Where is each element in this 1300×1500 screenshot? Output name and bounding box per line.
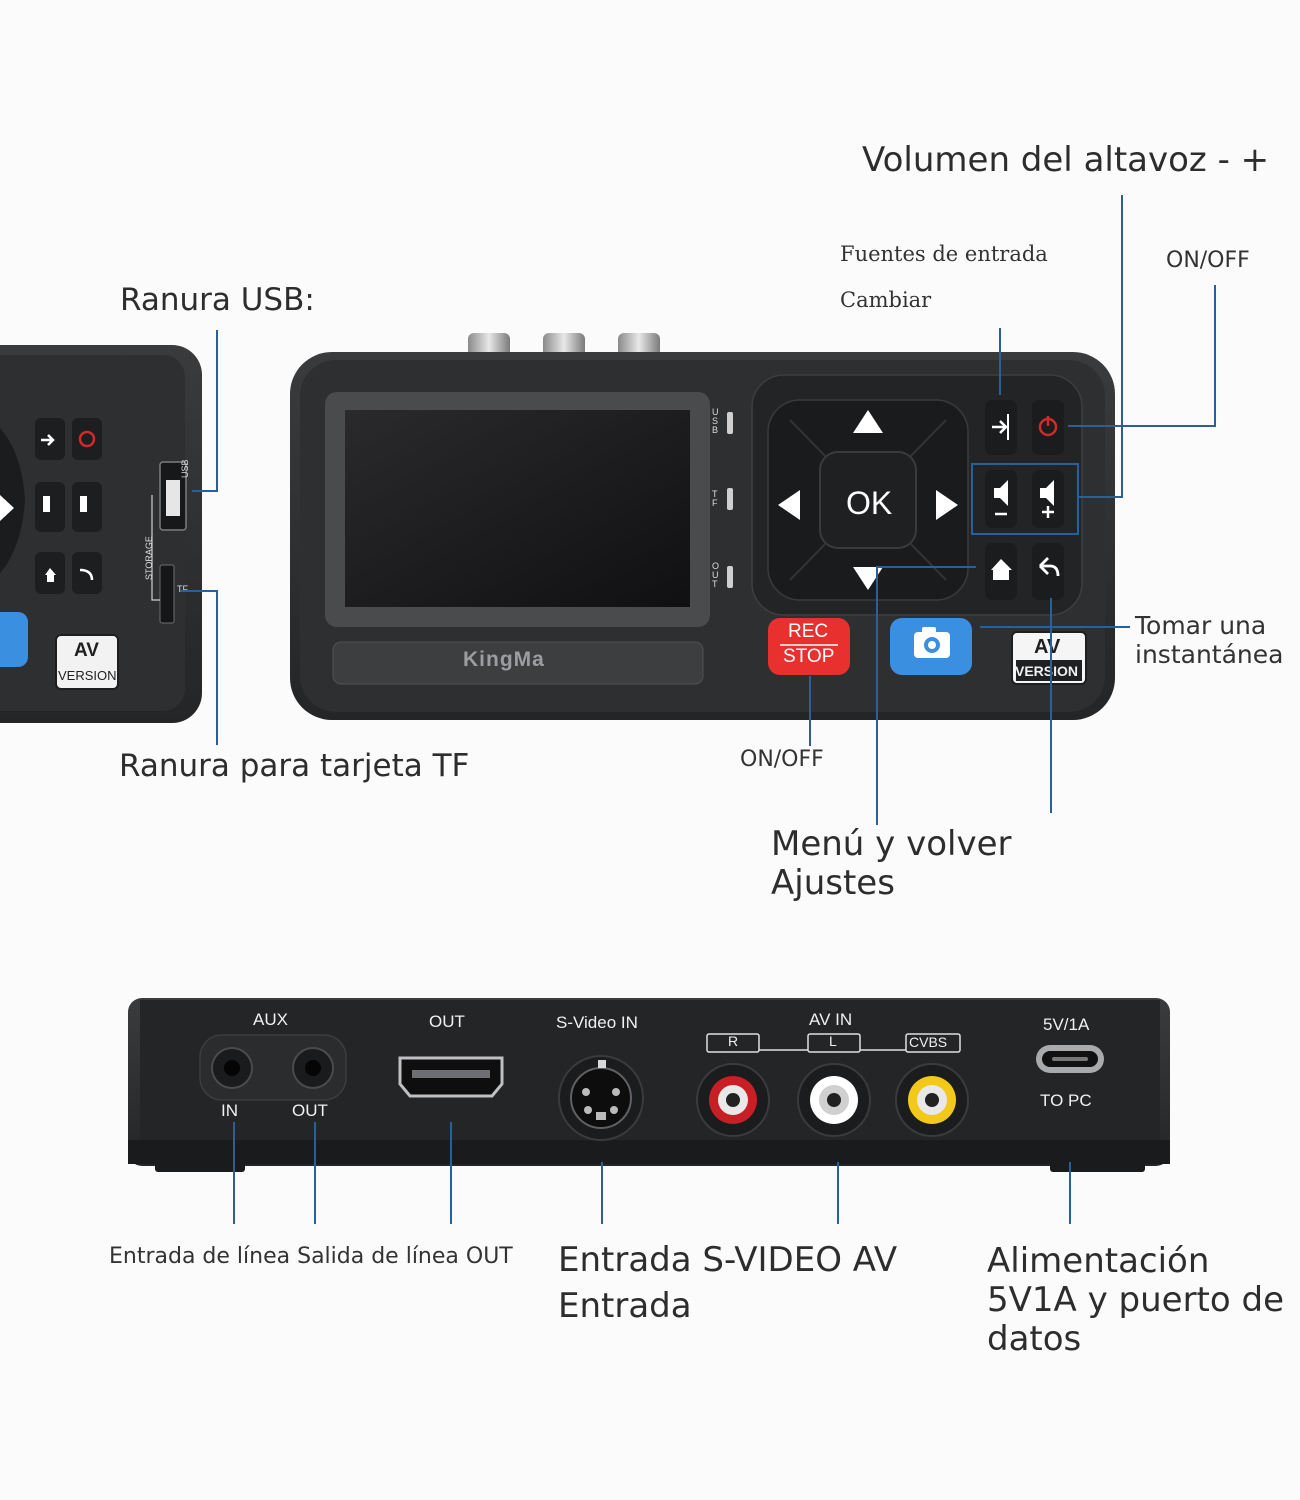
callout-line-volume-h — [1078, 496, 1123, 498]
callout-power-top: ON/OFF — [1166, 248, 1250, 273]
callout-line-aux-out — [314, 1122, 316, 1224]
side-storage-label: STORAGE — [144, 536, 154, 580]
av-badge-text: AV — [1034, 636, 1061, 658]
callout-line-svideo — [601, 1162, 603, 1224]
callout-line-power-v — [1214, 285, 1216, 427]
callout-line-tf-h — [180, 590, 218, 592]
callout-line-menu-h — [876, 566, 976, 568]
callout-line-tf-v — [216, 590, 218, 745]
brand-logo-text: KingMa — [463, 648, 545, 671]
callout-line-usb-h — [192, 490, 218, 492]
callout-line-snapshot-h — [980, 626, 1130, 628]
callout-svideo-av: Entrada S-VIDEO AV Entrada — [558, 1240, 898, 1326]
usb-power-label: 5V/1A — [1043, 1015, 1090, 1034]
callout-menu-back: Menú y volver Ajustes — [771, 824, 1012, 904]
screen-side-label-out: OUT — [712, 561, 720, 589]
screen-side-label-tf: TF — [712, 489, 718, 508]
front-device — [290, 352, 1115, 720]
side-usb-label: USB — [180, 459, 190, 478]
side-view-device — [0, 345, 202, 723]
back-panel-device — [128, 998, 1170, 1172]
callout-line-input-v — [999, 328, 1001, 395]
callout-rec-onoff: ON/OFF — [740, 747, 824, 772]
callout-power-data: Alimentación 5V1A y puerto de datos — [987, 1241, 1284, 1360]
aux-out-label: OUT — [292, 1101, 328, 1120]
rca-l-label: L — [829, 1033, 837, 1049]
rca-r-label: R — [728, 1033, 739, 1049]
callout-line-av — [837, 1162, 839, 1224]
stop-button-label[interactable]: STOP — [783, 646, 835, 667]
callout-line-aux-in — [233, 1122, 235, 1224]
callout-usb-slot: Ranura USB: — [120, 282, 315, 318]
callout-speaker-volume: Volumen del altavoz - + — [862, 140, 1270, 180]
callout-snapshot: Tomar una instantánea — [1135, 611, 1284, 669]
side-tf-label: TF — [177, 584, 188, 594]
callout-line-in-out: Entrada de línea Salida de línea OUT — [109, 1244, 513, 1269]
version-badge-text: VERSION — [1015, 663, 1079, 679]
callout-input-sources-line2: Cambiar — [840, 288, 932, 312]
callout-input-sources-line1: Fuentes de entrada — [840, 242, 1048, 266]
callout-line-usb-v — [216, 330, 218, 492]
screen-side-label-usb: USB — [712, 407, 719, 435]
to-pc-label: TO PC — [1040, 1091, 1092, 1110]
aux-in-label: IN — [221, 1101, 238, 1120]
svideo-label: S-Video IN — [556, 1013, 638, 1032]
callout-line-hdmi — [450, 1122, 452, 1224]
ok-button[interactable]: OK — [846, 485, 893, 521]
side-version-badge-text: VERSION — [58, 668, 117, 683]
aux-label: AUX — [253, 1010, 288, 1029]
callout-line-volume-v — [1121, 195, 1123, 498]
side-av-badge-text: AV — [74, 640, 99, 661]
callout-line-menu-v — [876, 568, 878, 825]
rca-cvbs-label: CVBS — [909, 1034, 948, 1050]
callout-line-back-v — [1050, 598, 1052, 813]
callout-line-rec-v — [809, 676, 811, 746]
callout-line-power-h — [1068, 425, 1216, 427]
hdmi-out-label: OUT — [429, 1012, 465, 1031]
av-in-label: AV IN — [809, 1010, 853, 1029]
rec-button-label[interactable]: REC — [788, 621, 829, 642]
callout-line-power-data — [1069, 1162, 1071, 1224]
callout-tf-slot: Ranura para tarjeta TF — [119, 748, 470, 784]
